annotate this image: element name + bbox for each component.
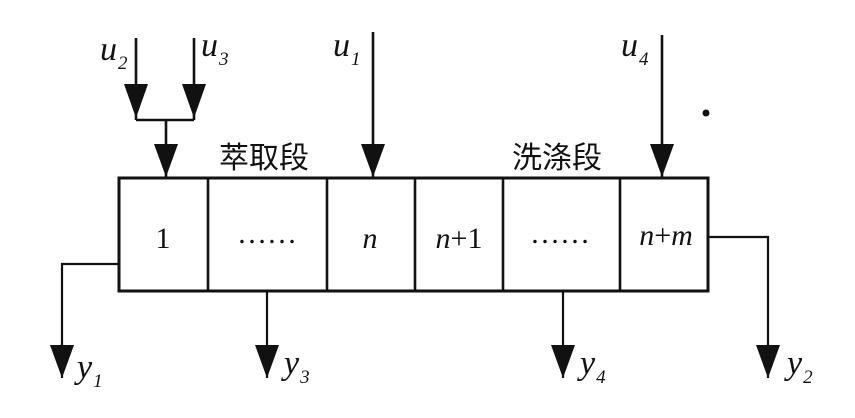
y1-line [60,262,119,378]
y1-label: y1 [74,349,103,392]
cell-1: 1 [156,222,171,255]
cell-n: n [363,222,378,255]
feed-u2-u3 [124,38,206,178]
y4-arrow [551,345,575,378]
extraction-section-label: 萃取段 [219,141,309,176]
y4-label: y4 [577,345,606,388]
y2-line [708,235,770,378]
y3-arrow [255,345,279,378]
output-y3 [255,291,279,378]
u4-arrow [650,144,674,177]
y2-label: y2 [784,345,813,388]
merge-feed-arrow [154,144,178,177]
feed-u1 [361,32,385,178]
cell-2-ellipsis: …… [237,217,297,250]
output-y4 [551,291,575,378]
output-y1 [50,262,119,378]
stage-box [117,176,710,293]
cell-5-ellipsis: …… [530,217,590,250]
u2-arrow [124,84,148,118]
u3-arrow [182,84,206,118]
feed-u4 [650,35,674,178]
u1-arrow [361,144,385,177]
washing-section-label: 洗涤段 [512,141,602,176]
cell-n-plus-1: n+1 [436,222,483,255]
y2-arrow [756,345,780,378]
dot-mark [702,109,710,117]
output-y2 [708,235,780,378]
y1-arrow [50,345,74,378]
u3-label: u3 [201,27,229,70]
u2-label: u2 [100,31,128,74]
u4-label: u4 [621,27,649,70]
u1-label: u1 [333,27,361,70]
y3-label: y3 [281,345,310,388]
cell-n-plus-m: n+m [639,219,693,252]
